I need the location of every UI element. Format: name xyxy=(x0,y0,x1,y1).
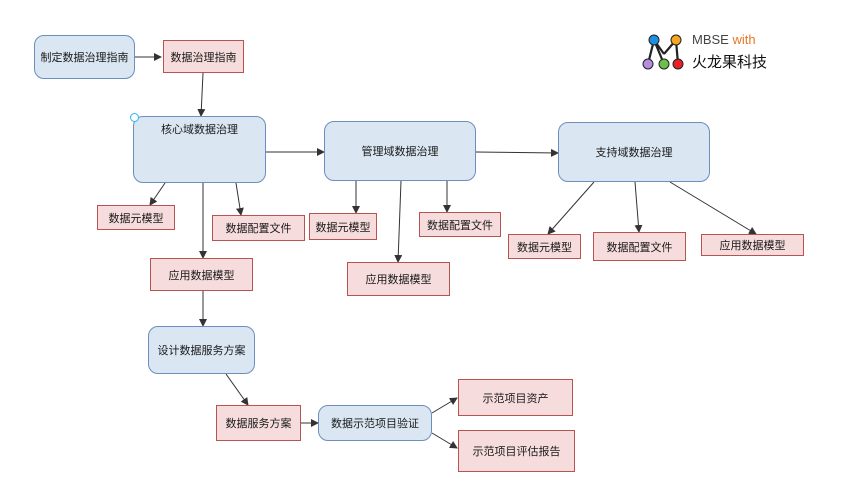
artifact-core-appmodel-label: 应用数据模型 xyxy=(168,268,235,282)
node-mgmt-domain-label: 管理域数据治理 xyxy=(361,145,439,158)
node-define-guide-label: 制定数据治理指南 xyxy=(40,51,129,64)
artifact-demo-assets-label: 示范项目资产 xyxy=(482,391,549,405)
artifact-mgmt-appmodel-label: 应用数据模型 xyxy=(365,273,432,286)
edge-verify-to-assets xyxy=(431,397,458,414)
edge-core-to-config xyxy=(235,182,244,216)
edge-guide-to-core xyxy=(197,72,206,117)
node-design-service-label: 设计数据服务方案 xyxy=(157,344,246,357)
artifact-support-config[interactable]: 数据配置文件 xyxy=(593,232,686,261)
artifact-support-appmodel[interactable]: 应用数据模型 xyxy=(701,234,804,256)
artifact-core-config-label: 数据配置文件 xyxy=(225,222,292,235)
artifact-demo-report[interactable]: 示范项目评估报告 xyxy=(458,430,575,472)
selection-handle[interactable] xyxy=(130,113,139,122)
company-logo: MBSE with 火龙果科技 xyxy=(640,30,840,80)
edge-core-to-meta xyxy=(149,182,166,206)
node-define-guide[interactable]: 制定数据治理指南 xyxy=(34,35,135,79)
edge-support-to-meta xyxy=(547,181,595,235)
artifact-service-plan[interactable]: 数据服务方案 xyxy=(216,405,301,441)
node-core-domain[interactable]: 核心域数据治理 xyxy=(133,116,266,183)
edge-support-to-appmodel xyxy=(669,181,757,235)
artifact-demo-report-label: 示范项目评估报告 xyxy=(472,445,561,458)
artifact-guide-doc-label: 数据治理指南 xyxy=(170,50,237,64)
edge-design-to-plan xyxy=(225,373,249,406)
artifact-demo-assets[interactable]: 示范项目资产 xyxy=(458,379,573,416)
logo-with: with xyxy=(732,32,756,47)
node-mgmt-domain[interactable]: 管理域数据治理 xyxy=(324,121,476,181)
node-support-domain-label: 支持域数据治理 xyxy=(595,146,673,159)
logo-mark-icon xyxy=(642,34,684,70)
artifact-core-appmodel[interactable]: 应用数据模型 xyxy=(150,258,253,291)
artifact-support-meta[interactable]: 数据元模型 xyxy=(508,234,581,259)
artifact-support-appmodel-label: 应用数据模型 xyxy=(719,239,786,252)
artifact-core-meta-label: 数据元模型 xyxy=(108,211,164,225)
edge-support-to-config xyxy=(634,181,643,233)
artifact-service-plan-label: 数据服务方案 xyxy=(225,417,292,430)
artifact-core-meta[interactable]: 数据元模型 xyxy=(97,205,175,230)
node-demo-verify-label: 数据示范项目验证 xyxy=(331,417,419,430)
node-core-domain-label: 核心域数据治理 xyxy=(161,123,238,136)
node-design-service[interactable]: 设计数据服务方案 xyxy=(148,326,255,374)
node-support-domain[interactable]: 支持域数据治理 xyxy=(558,122,710,182)
node-demo-verify[interactable]: 数据示范项目验证 xyxy=(318,405,432,441)
artifact-core-config[interactable]: 数据配置文件 xyxy=(212,215,305,241)
artifact-mgmt-meta-label: 数据元模型 xyxy=(315,220,371,234)
artifact-support-meta-label: 数据元模型 xyxy=(517,240,572,254)
logo-brand: MBSE xyxy=(692,32,729,47)
artifact-support-config-label: 数据配置文件 xyxy=(606,240,673,254)
logo-brand-line: MBSE with xyxy=(692,32,756,47)
logo-company: 火龙果科技 xyxy=(692,53,768,71)
artifact-mgmt-appmodel[interactable]: 应用数据模型 xyxy=(347,262,450,296)
edge-mgmt-to-appmodel xyxy=(394,180,403,263)
artifact-mgmt-config-label: 数据配置文件 xyxy=(427,218,493,232)
artifact-guide-doc[interactable]: 数据治理指南 xyxy=(163,40,244,73)
artifact-mgmt-meta[interactable]: 数据元模型 xyxy=(309,213,377,240)
edge-verify-to-report xyxy=(431,432,458,449)
edge-mgmt-to-support xyxy=(475,148,559,157)
artifact-mgmt-config[interactable]: 数据配置文件 xyxy=(419,212,501,237)
